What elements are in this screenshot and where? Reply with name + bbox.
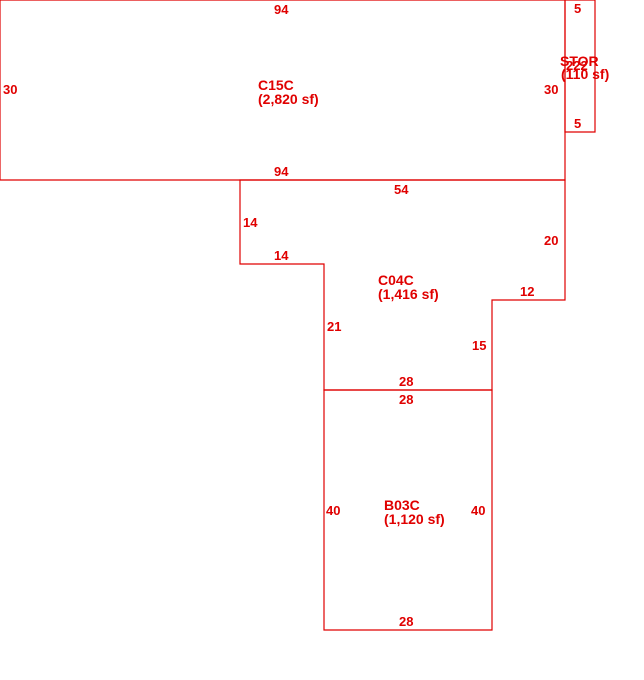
b03c-area: (1,120 sf)	[384, 511, 445, 527]
c15c-dim-bottom: 94	[274, 164, 289, 179]
b03c-dim-top: 28	[399, 392, 413, 407]
c04c-dim-notch: 12	[520, 284, 534, 299]
stor-code: STOR	[560, 53, 599, 69]
c04c-dim-right-lower: 15	[472, 338, 486, 353]
c04c-code: C04C	[378, 272, 414, 288]
c15c-dim-top: 94	[274, 2, 289, 17]
stor-dim-top: 5	[574, 1, 581, 16]
stor-overlap-text: 222	[566, 58, 588, 73]
b03c-code: B03C	[384, 497, 420, 513]
stor-outline	[564, 0, 596, 133]
area-c04c: C04C (1,416 sf) 54 14 14 21 20 12 15 28	[239, 179, 566, 391]
stor-dim-bottom: 5	[574, 116, 581, 131]
c15c-dim-right: 30	[544, 82, 558, 97]
c04c-area: (1,416 sf)	[378, 286, 439, 302]
c04c-dim-top: 54	[394, 182, 409, 197]
c15c-code: C15C	[258, 77, 294, 93]
c04c-dim-left-lower: 21	[327, 319, 341, 334]
b03c-dim-right: 40	[471, 503, 485, 518]
stor-area: (110 sf)	[561, 66, 609, 82]
area-b03c: B03C (1,120 sf) 28 40 40 28	[323, 389, 493, 631]
c04c-dim-step: 14	[274, 248, 289, 263]
c04c-dim-bottom: 28	[399, 374, 413, 389]
c15c-area: (2,820 sf)	[258, 91, 319, 107]
c04c-dim-left-upper: 14	[243, 215, 258, 230]
b03c-outline	[323, 389, 493, 631]
area-c15c: C15C (2,820 sf) 94 94 30 30	[0, 0, 566, 181]
c04c-dim-right-upper: 20	[544, 233, 558, 248]
area-stor: 5 5 STOR 222 (110 sf)	[560, 0, 609, 133]
b03c-dim-left: 40	[326, 503, 340, 518]
c15c-dim-left: 30	[3, 82, 17, 97]
b03c-dim-bottom: 28	[399, 614, 413, 629]
